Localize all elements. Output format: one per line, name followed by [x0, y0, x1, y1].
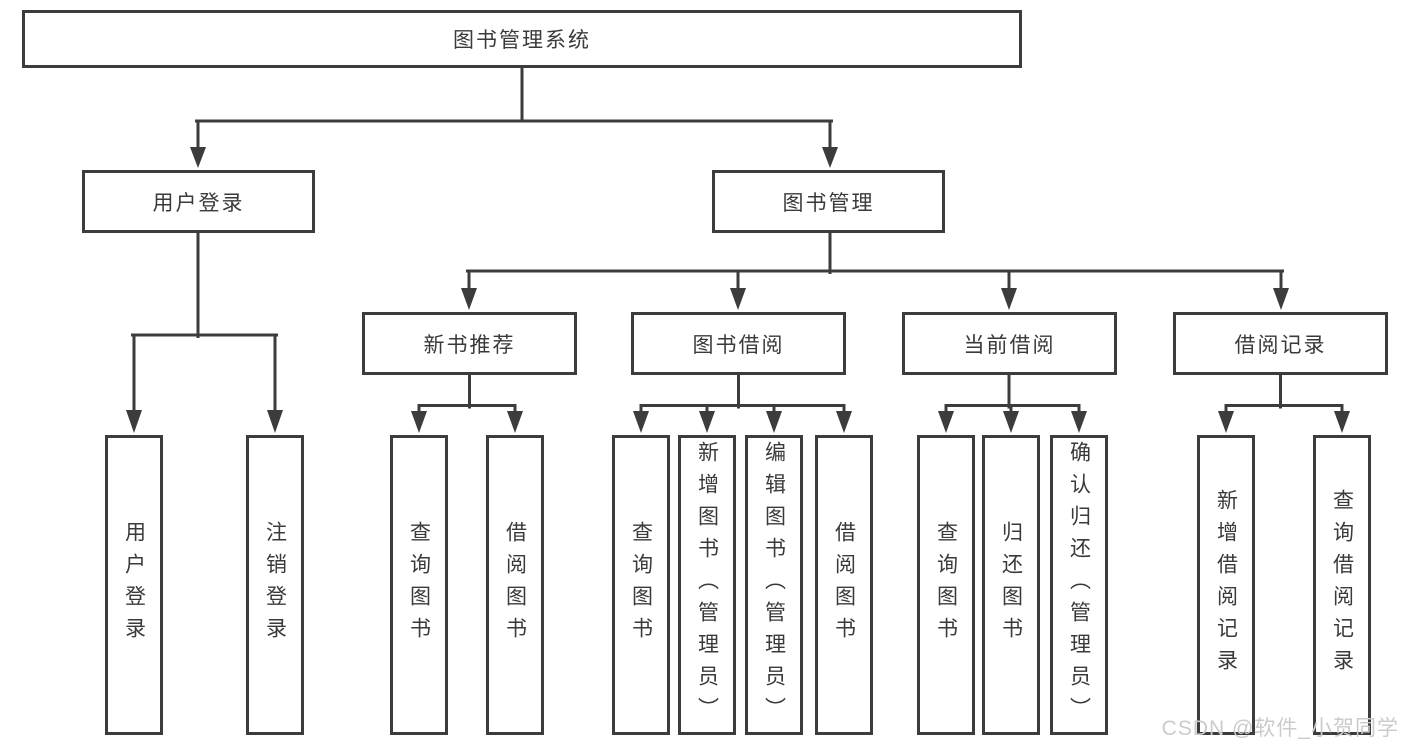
- node-label: 借阅图书: [503, 521, 527, 649]
- arrowhead-user-login: [190, 147, 206, 168]
- leaf-add-borrow-record: 新增借阅记录: [1197, 435, 1255, 735]
- node-label: 查询借阅记录: [1330, 489, 1354, 681]
- leaf-edit-books-admin: 编辑图书（管理员）: [745, 435, 803, 735]
- node-label: 借阅记录: [1234, 333, 1327, 357]
- leaf-borrow-books: 借阅图书: [815, 435, 873, 735]
- arrowhead-leaf-11: [1218, 411, 1234, 433]
- arrowhead-leaf-12: [1334, 411, 1350, 433]
- leaf-confirm-return-admin: 确认归还（管理员）: [1050, 435, 1108, 735]
- node-library-management-system: 图书管理系统: [22, 10, 1022, 68]
- node-label: 归还图书: [999, 521, 1023, 649]
- tree-arrowheads: [126, 147, 1350, 433]
- node-label: 图书管理: [782, 191, 875, 215]
- arrowhead-leaf-7: [836, 411, 852, 433]
- leaf-query-books-borrow: 查询图书: [612, 435, 670, 735]
- node-label: 借阅图书: [832, 521, 856, 649]
- arrowhead-leaf-9: [1003, 411, 1019, 433]
- arrowhead-leaf-5: [699, 411, 715, 433]
- node-label: 新书推荐: [423, 333, 516, 357]
- leaf-logout: 注销登录: [246, 435, 304, 735]
- arrowhead-book-management: [822, 147, 838, 168]
- node-label: 用户登录: [152, 191, 245, 215]
- node-current-borrow: 当前借阅: [902, 312, 1117, 375]
- node-label: 用户登录: [122, 521, 146, 649]
- arrowhead-leaf-8: [938, 411, 954, 433]
- node-label: 新增图书（管理员）: [695, 441, 719, 729]
- leaf-borrow-books-recommend: 借阅图书: [486, 435, 544, 735]
- arrowhead-leaf-2: [411, 411, 427, 433]
- arrowhead-leaf-1: [267, 410, 283, 433]
- leaf-query-books-recommend: 查询图书: [390, 435, 448, 735]
- leaf-query-borrow-record: 查询借阅记录: [1313, 435, 1371, 735]
- node-new-book-recommend: 新书推荐: [362, 312, 577, 375]
- leaf-user-login: 用户登录: [105, 435, 163, 735]
- node-label: 查询图书: [629, 521, 653, 649]
- node-label: 图书管理系统: [453, 29, 591, 52]
- node-label: 查询图书: [407, 521, 431, 649]
- arrowhead-current-borrow: [1001, 288, 1017, 310]
- arrowhead-leaf-6: [766, 411, 782, 433]
- arrowhead-new-books: [461, 288, 477, 310]
- arrowhead-borrow-records: [1273, 288, 1289, 310]
- node-label: 新增借阅记录: [1214, 489, 1238, 681]
- arrowhead-leaf-0: [126, 410, 142, 433]
- arrowhead-book-borrow: [730, 288, 746, 310]
- node-label: 编辑图书（管理员）: [762, 441, 786, 729]
- arrowhead-leaf-10: [1071, 411, 1087, 433]
- node-label: 查询图书: [934, 521, 958, 649]
- node-book-borrow: 图书借阅: [631, 312, 846, 375]
- leaf-query-books-current: 查询图书: [917, 435, 975, 735]
- node-label: 注销登录: [263, 521, 287, 649]
- node-user-login: 用户登录: [82, 170, 315, 233]
- leaf-add-books-admin: 新增图书（管理员）: [678, 435, 736, 735]
- node-label: 图书借阅: [692, 333, 785, 357]
- leaf-return-books: 归还图书: [982, 435, 1040, 735]
- arrowhead-leaf-4: [633, 411, 649, 433]
- csdn-watermark: CSDN @软件_小贺同学: [1161, 717, 1399, 740]
- node-borrow-records: 借阅记录: [1173, 312, 1388, 375]
- node-book-management: 图书管理: [712, 170, 945, 233]
- node-label: 当前借阅: [963, 333, 1056, 357]
- node-label: 确认归还（管理员）: [1067, 441, 1091, 729]
- arrowhead-leaf-3: [507, 411, 523, 433]
